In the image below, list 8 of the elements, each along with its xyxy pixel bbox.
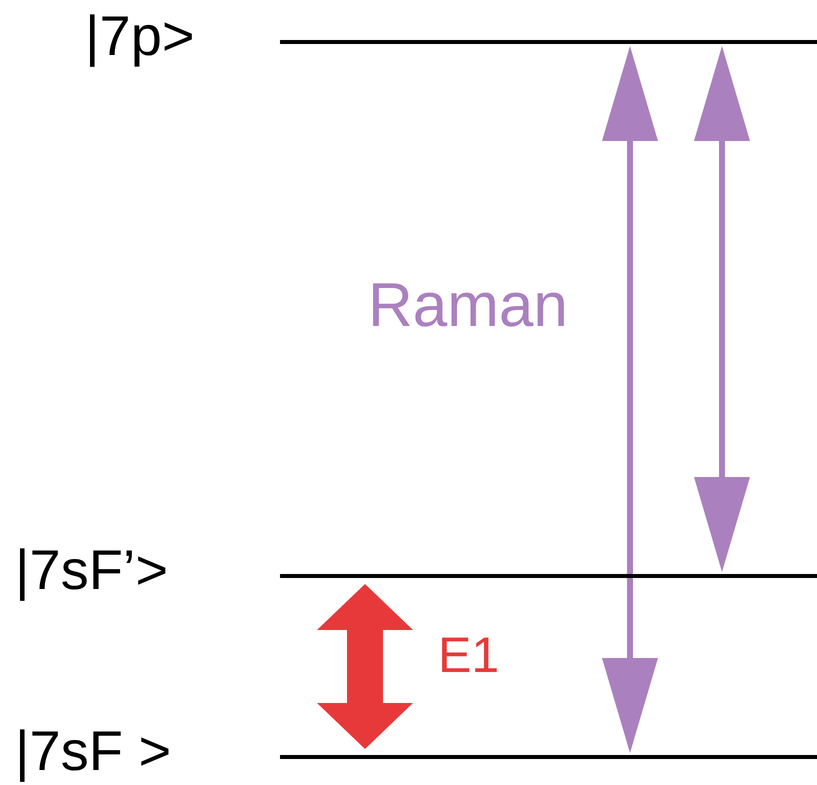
state-label: |7sF’> [15, 540, 168, 600]
state-label: |7sF > [15, 721, 172, 781]
state-label: |7p> [85, 6, 195, 66]
transition-arrow [602, 46, 658, 753]
edge-label: Raman [368, 275, 568, 337]
transition-arrow [694, 46, 750, 572]
transition-arrow [317, 584, 413, 749]
edge-label: E1 [438, 630, 500, 680]
